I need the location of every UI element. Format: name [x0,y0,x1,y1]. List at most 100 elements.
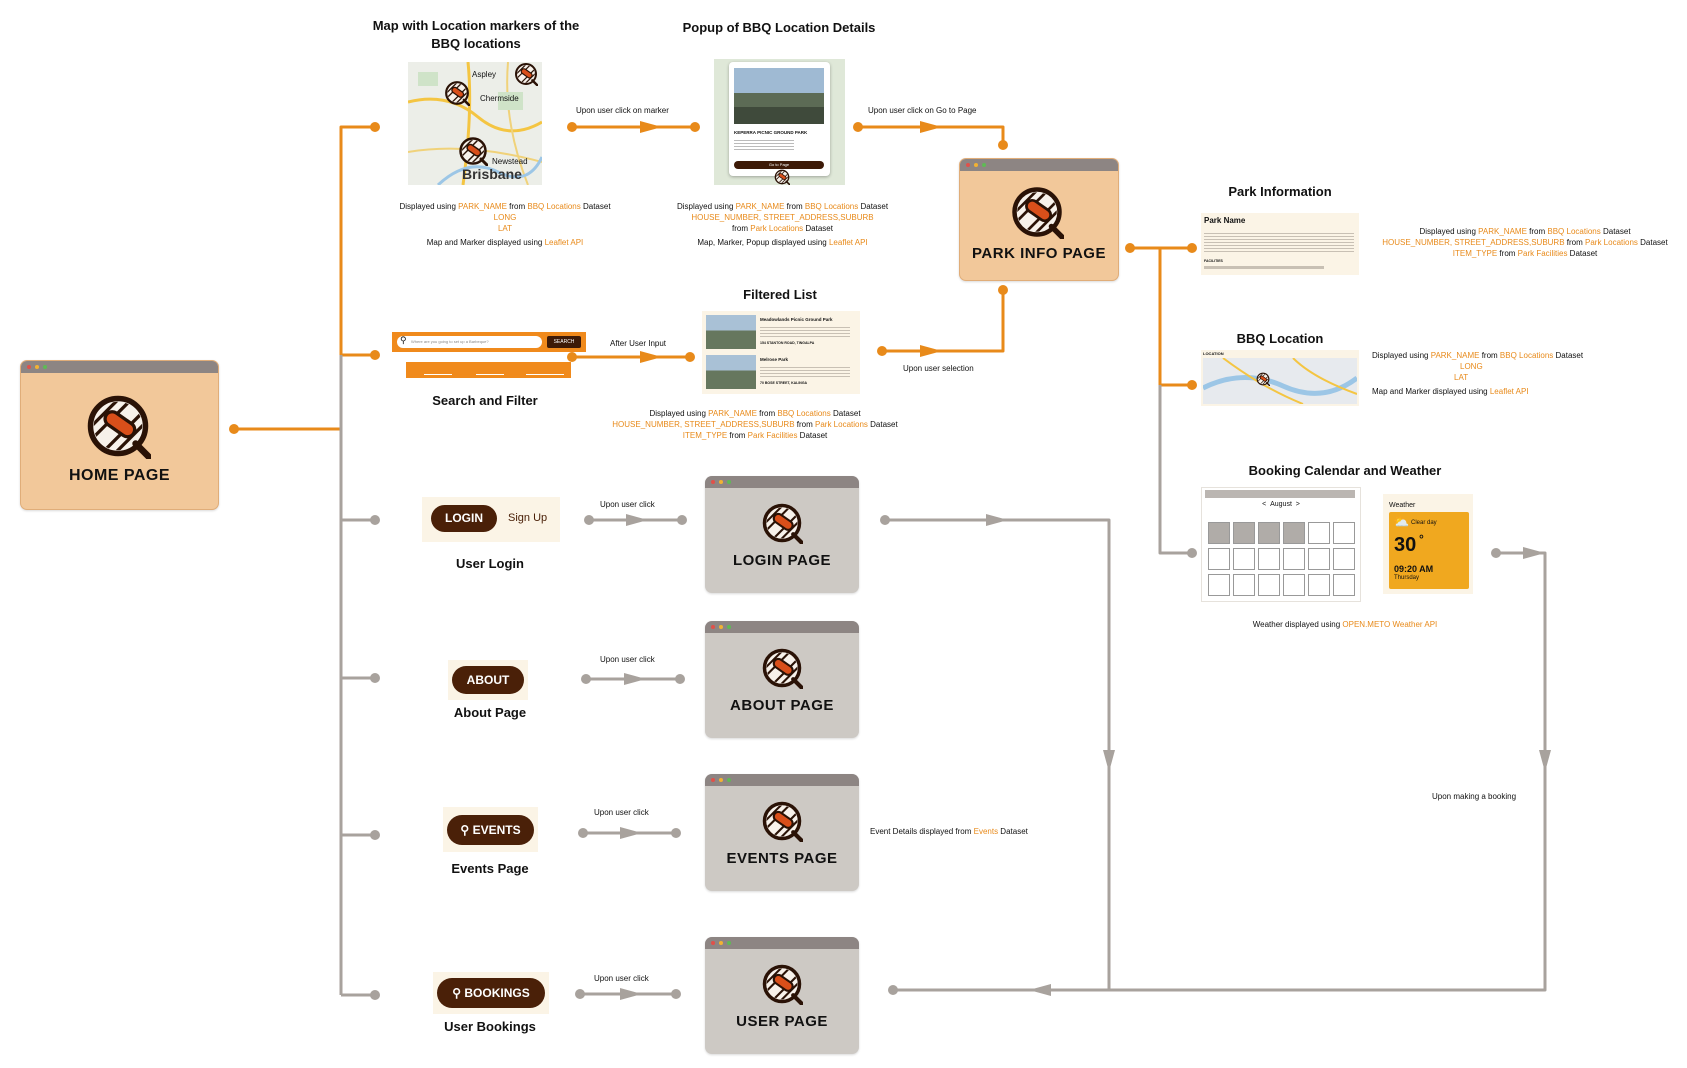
map-section-title-line2: BBQ locations [431,36,521,51]
edge-selection-line [882,290,1005,353]
weather-widget: Weather ⛅ Clear day 30 ° 09:20 AM Thursd… [1383,494,1473,594]
grey-branches [341,518,375,997]
page-title: USER PAGE [736,1013,828,1030]
list-item-photo [706,355,756,389]
park-facilities-label: FACILITIES [1204,259,1223,263]
user-page-node[interactable]: USER PAGE [705,937,859,1054]
window-titlebar [960,159,1118,171]
window-titlebar [705,621,859,633]
calendar-day-cell[interactable] [1308,548,1330,570]
bbq-logo-icon [761,963,803,1005]
location-map [1203,358,1357,404]
filter-field[interactable] [526,366,564,375]
bookings-button[interactable]: ⚲ BOOKINGS [437,978,545,1008]
signup-link[interactable]: Sign Up [508,512,548,524]
popup-card: KEPERRA PICNIC GROUND PARK Go to Page [729,62,830,176]
connector-dots [229,122,1501,1000]
calendar-day-cell[interactable] [1233,522,1255,544]
parkinfo-right-line [1130,246,1192,387]
map-label-aspley: Aspley [472,70,497,79]
login-page-node[interactable]: LOGIN PAGE [705,476,859,593]
page-title: PARK INFO PAGE [972,245,1106,262]
window-titlebar [705,476,859,488]
list-item-name: Meadowlands Picnic Ground Park [760,317,833,322]
search-placeholder: Where are you going to set up a Barbeque… [411,339,489,344]
calendar-day-cell[interactable] [1258,574,1280,596]
calendar-day-cell[interactable] [1283,522,1305,544]
search-input[interactable]: ⚲ Where are you going to set up a Barbeq… [397,335,542,348]
events-button[interactable]: ⚲ EVENTS [447,815,534,845]
login-mock: LOGIN Sign Up [422,497,560,542]
search-button[interactable]: SEARCH [547,336,581,348]
calendar-day-cell[interactable] [1333,548,1355,570]
weather-condition: Clear day [1411,520,1437,526]
calendar-day-cell[interactable] [1208,548,1230,570]
weather-header: Weather [1389,502,1416,509]
park-description-lines [1204,231,1354,253]
park-info-page-node[interactable]: PARK INFO PAGE [959,158,1119,281]
calendar-month: August [1270,501,1292,508]
login-to-user-line [885,518,1111,992]
popup-photo [734,68,824,124]
window-titlebar [705,937,859,949]
events-page-node[interactable]: EVENTS PAGE [705,774,859,891]
edge-label-booking: Upon making a booking [1432,792,1517,801]
weather-caption: Weather displayed using OPEN.METO Weathe… [1252,620,1438,629]
location-label: LOCATION [1203,351,1224,356]
calendar-day-cell[interactable] [1233,574,1255,596]
search-section-title: Search and Filter [432,393,538,408]
filter-field[interactable] [424,366,452,375]
events-button-label: EVENTS [472,823,521,837]
search-bar-mock: ⚲ Where are you going to set up a Barbeq… [392,332,586,352]
calendar-day-cell[interactable] [1308,574,1330,596]
calendar-day-cell[interactable] [1333,574,1355,596]
booking-calendar-mock: < August > [1201,487,1361,602]
about-page-node[interactable]: ABOUT PAGE [705,621,859,738]
login-button[interactable]: LOGIN [431,505,497,532]
bookings-section-title: User Bookings [444,1019,536,1034]
calendar-day-cell[interactable] [1208,522,1230,544]
weather-temp: 30 [1394,534,1417,556]
about-button[interactable]: ABOUT [452,666,524,694]
map-thumbnail: Aspley Chermside Newstead Brisbane [408,62,542,185]
edge-label-marker: Upon user click on marker [576,106,669,115]
map-marker-icon[interactable] [444,80,470,106]
map-marker-icon[interactable] [458,136,488,166]
about-mock: ABOUT [448,660,528,700]
calendar-next-button[interactable]: > [1295,501,1300,508]
filtered-list-mock: Meadowlands Picnic Ground Park 154 STANT… [702,311,860,394]
events-section-title: Events Page [451,861,529,876]
popup-thumbnail: KEPERRA PICNIC GROUND PARK Go to Page [714,59,845,185]
bbq-location-caption: Displayed using PARK_NAME from BBQ Locat… [1372,351,1584,396]
window-titlebar [21,361,218,373]
calendar-day-cell[interactable] [1258,548,1280,570]
edge-goto-line [858,125,1005,145]
home-page-node[interactable]: HOME PAGE [20,360,219,510]
calendar-day-cell[interactable] [1308,522,1330,544]
calendar-day-cell[interactable] [1208,574,1230,596]
edge-label-click-login: Upon user click [600,500,655,509]
calendar-day-cell[interactable] [1283,574,1305,596]
bbq-logo-icon [761,647,803,689]
search-icon: ⚲ [400,335,407,345]
list-item-photo [706,315,756,349]
list-item[interactable]: Meadowlands Picnic Ground Park 154 STANT… [706,315,856,351]
weather-time: 09:20 AM [1394,564,1434,574]
calendar-day-cell[interactable] [1258,522,1280,544]
map-caption: Displayed using PARK_NAME from BBQ Locat… [399,202,611,247]
popup-park-name: KEPERRA PICNIC GROUND PARK [734,130,808,135]
calendar-day-cell[interactable] [1283,548,1305,570]
map-marker-icon[interactable] [514,62,538,86]
calendar-day-cell[interactable] [1333,522,1355,544]
filter-field[interactable] [476,366,504,375]
list-item-name: Melrose Park [760,357,789,362]
calendar-prev-button[interactable]: < [1262,501,1267,508]
go-to-page-button[interactable]: Go to Page [734,161,824,169]
map-marker-icon [1256,372,1270,386]
bbq-location-card: LOCATION [1201,350,1359,406]
page-title: LOGIN PAGE [732,552,832,569]
list-item[interactable]: Melrose Park 70 BOSE STREET, KALINGA [706,355,856,391]
map-label-chermside: Chermside [480,94,519,103]
calendar-day-cell[interactable] [1233,548,1255,570]
